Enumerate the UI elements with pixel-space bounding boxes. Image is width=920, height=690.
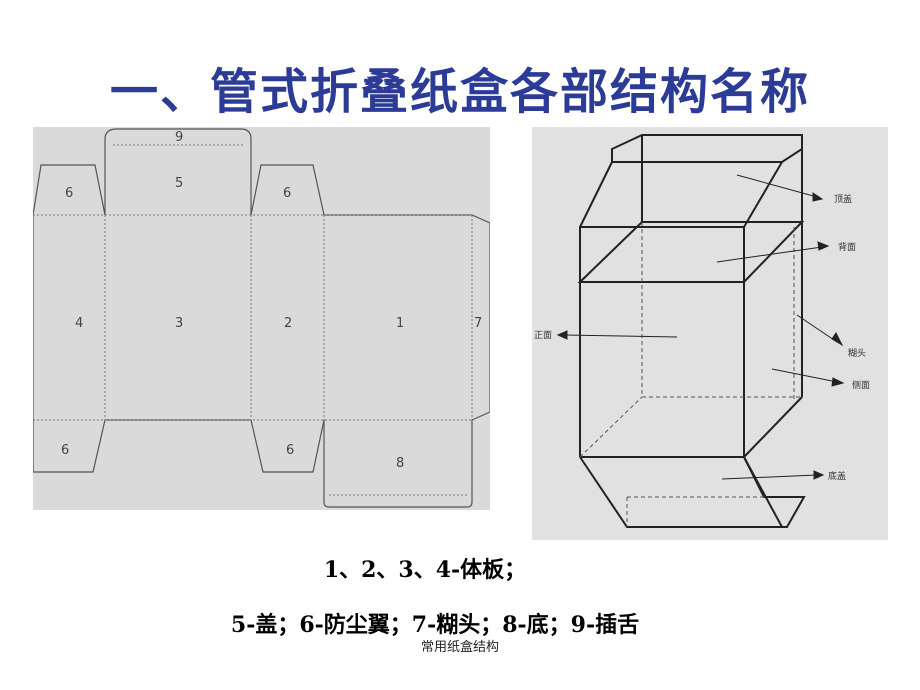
label-6-bottom-left: 6 <box>61 443 69 458</box>
dieline-diagram: 9 5 6 6 4 3 2 1 7 6 6 8 <box>33 127 490 510</box>
label-7: 7 <box>474 316 482 331</box>
caption-line-2: 5-盖；6-防尘翼；7-糊头；8-底；9-插舌 <box>230 612 640 638</box>
label-glue-flap: 糊头 <box>848 347 866 359</box>
label-5: 5 <box>175 176 183 191</box>
label-back: 背面 <box>838 241 856 253</box>
label-2: 2 <box>284 316 292 331</box>
label-top-lid: 顶盖 <box>834 193 852 205</box>
label-4: 4 <box>75 316 83 331</box>
label-front: 正面 <box>534 330 552 341</box>
box-3d-svg: 顶盖 背面 正面 糊头 侧面 底盖 <box>534 134 870 528</box>
label-9: 9 <box>175 130 183 145</box>
label-1: 1 <box>396 316 404 331</box>
caption-line-1: 1、2、3、4-体板； <box>323 557 527 583</box>
label-6-bottom-right: 6 <box>286 443 294 458</box>
label-3: 3 <box>175 316 183 331</box>
label-6-top-right: 6 <box>283 186 291 201</box>
label-side: 侧面 <box>852 379 870 391</box>
slide-title: 一、管式折叠纸盒各部结构名称 <box>109 64 810 120</box>
label-8: 8 <box>396 456 404 471</box>
label-bottom-lid: 底盖 <box>828 470 846 482</box>
label-6-top-left: 6 <box>65 186 73 201</box>
dieline-svg: 9 5 6 6 4 3 2 1 7 6 6 8 <box>33 128 490 508</box>
box-3d-diagram: 顶盖 背面 正面 糊头 侧面 底盖 <box>532 127 888 540</box>
footer-text: 常用纸盒结构 <box>420 640 499 655</box>
